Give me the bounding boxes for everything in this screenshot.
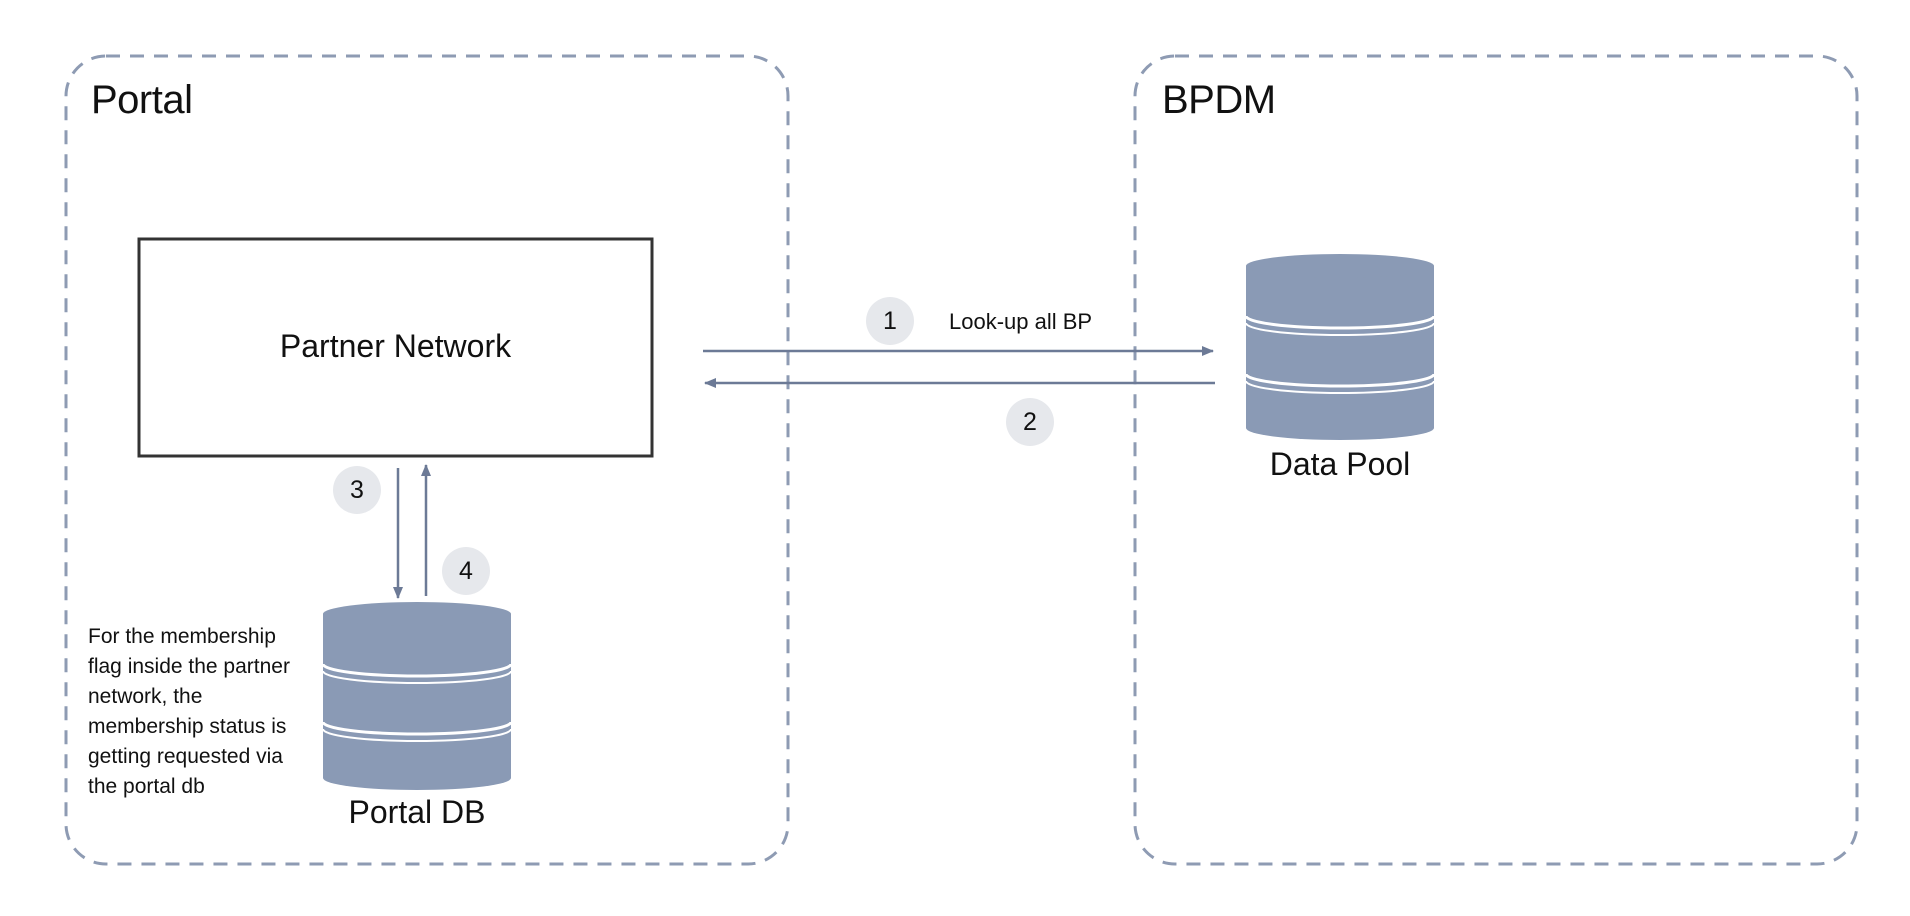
data-pool-label: Data Pool [1269, 446, 1411, 482]
portal-group-title: Portal [91, 78, 193, 122]
step-3-badge: 3 [333, 466, 381, 514]
partner-network-label: Partner Network [279, 328, 512, 364]
bpdm-group-title: BPDM [1162, 78, 1276, 122]
portal-db-label: Portal DB [348, 794, 486, 830]
partner-network-box [137, 237, 654, 458]
membership-note: For the membership flag inside the partn… [88, 625, 290, 798]
data-pool-database-icon [1244, 254, 1436, 440]
portal-db-database-icon [321, 602, 513, 790]
bpdm-group-border [1133, 54, 1859, 866]
step-1-label: Look-up all BP [949, 309, 1093, 334]
step-1-badge: 1 [866, 297, 914, 345]
step-4-badge: 4 [442, 547, 490, 595]
step-2-badge: 2 [1006, 398, 1054, 446]
portal-group-border [64, 54, 790, 866]
